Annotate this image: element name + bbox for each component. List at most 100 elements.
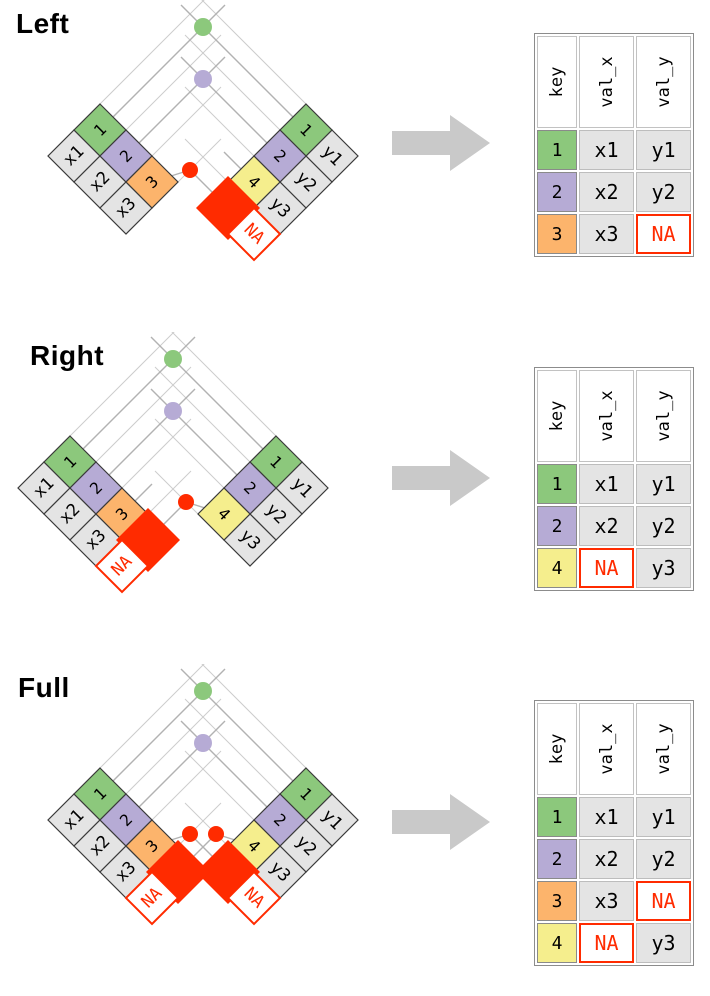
result-val_y-cell: y2 <box>636 839 691 879</box>
header-cell-val_x: val_x <box>579 370 634 462</box>
result-key-cell: 4 <box>537 548 577 588</box>
match-line <box>125 56 226 157</box>
result-val_x-cell: x1 <box>579 464 634 504</box>
lattice-line <box>184 750 255 821</box>
lattice-line <box>151 750 222 821</box>
result-key-cell: 2 <box>537 172 577 212</box>
lattice-line <box>147 470 192 515</box>
result-val_y-cell: y3 <box>636 923 691 963</box>
arrow-shape <box>392 115 490 171</box>
result-val_x-cell: x1 <box>579 797 634 837</box>
lattice-line <box>95 366 192 463</box>
header-label: val_x <box>596 723 617 775</box>
match-dot-key1 <box>194 682 212 700</box>
missing-dot <box>182 162 198 178</box>
header-label: key <box>547 733 567 765</box>
header-cell-val_x: val_x <box>579 36 634 128</box>
panel-title: Left <box>16 8 70 39</box>
result-val_x-cell: x2 <box>579 172 634 212</box>
panel-title: Right <box>30 340 105 371</box>
result-key-cell: 1 <box>537 130 577 170</box>
arrow-shape <box>392 450 490 506</box>
header-cell-val_y: val_y <box>636 370 691 462</box>
lattice-line <box>201 664 307 769</box>
result-val_y-cell: y2 <box>636 506 691 546</box>
result-val_x-cell: x2 <box>579 839 634 879</box>
result-val_y-cell: y3 <box>636 548 691 588</box>
result-key-cell: 1 <box>537 797 577 837</box>
header-cell-key: key <box>537 703 577 795</box>
lattice-line <box>184 86 255 157</box>
header-cell-key: key <box>537 36 577 128</box>
match-dot-key2 <box>194 734 212 752</box>
lattice-line <box>171 332 277 437</box>
result-key-cell: 2 <box>537 506 577 546</box>
missing-dot <box>182 826 198 842</box>
header-label: val_x <box>596 56 617 108</box>
arrow-right-icon <box>392 794 490 850</box>
match-line <box>95 388 196 489</box>
header-label: key <box>547 66 567 98</box>
result-val_x-cell: x2 <box>579 506 634 546</box>
y-key-cell <box>197 487 251 541</box>
header-label: val_y <box>653 723 674 775</box>
x-key-cell <box>125 155 179 209</box>
match-dot-key2 <box>164 402 182 420</box>
arrow-shape <box>392 794 490 850</box>
na-cell <box>124 870 180 926</box>
lattice-line <box>154 366 251 463</box>
result-val_y-cell: y2 <box>636 172 691 212</box>
arrow-right-icon <box>392 115 490 171</box>
lattice-line <box>184 698 281 795</box>
result-val_y-cell: NA <box>636 881 691 921</box>
lattice-line <box>151 86 222 157</box>
na-cell <box>226 206 282 262</box>
match-dot-key1 <box>164 350 182 368</box>
header-label: val_y <box>653 56 674 108</box>
missing-dot <box>208 826 224 842</box>
result-key-cell: 3 <box>537 881 577 921</box>
lattice-line <box>201 0 307 105</box>
panel-title: Full <box>18 672 70 703</box>
result-key-cell: 1 <box>537 464 577 504</box>
result-val_y-cell: y1 <box>636 797 691 837</box>
lattice-line <box>154 418 225 489</box>
na-cell <box>94 538 150 594</box>
lattice-line <box>99 664 205 769</box>
lattice-line <box>184 34 281 131</box>
header-cell-val_y: val_y <box>636 703 691 795</box>
lattice-line <box>99 0 205 105</box>
header-label: key <box>547 400 567 432</box>
lattice-line <box>125 698 222 795</box>
result-val_y-cell: NA <box>636 214 691 254</box>
result-val_y-cell: y1 <box>636 130 691 170</box>
result-val_x-cell: x3 <box>579 881 634 921</box>
result-val_x-cell: x3 <box>579 214 634 254</box>
match-line <box>180 720 281 821</box>
match-dot-key2 <box>194 70 212 88</box>
arrow-right-icon <box>392 450 490 506</box>
result-key-cell: 3 <box>537 214 577 254</box>
match-line <box>180 56 281 157</box>
match-dot-key1 <box>194 18 212 36</box>
match-line <box>125 720 226 821</box>
lattice-line <box>69 332 175 437</box>
result-val_x-cell: NA <box>579 923 634 963</box>
header-label: val_y <box>653 390 674 442</box>
result-val_x-cell: x1 <box>579 130 634 170</box>
header-label: val_x <box>596 390 617 442</box>
result-key-cell: 4 <box>537 923 577 963</box>
result-val_x-cell: NA <box>579 548 634 588</box>
result-val_y-cell: y1 <box>636 464 691 504</box>
lattice-line <box>121 418 192 489</box>
match-line <box>150 388 251 489</box>
